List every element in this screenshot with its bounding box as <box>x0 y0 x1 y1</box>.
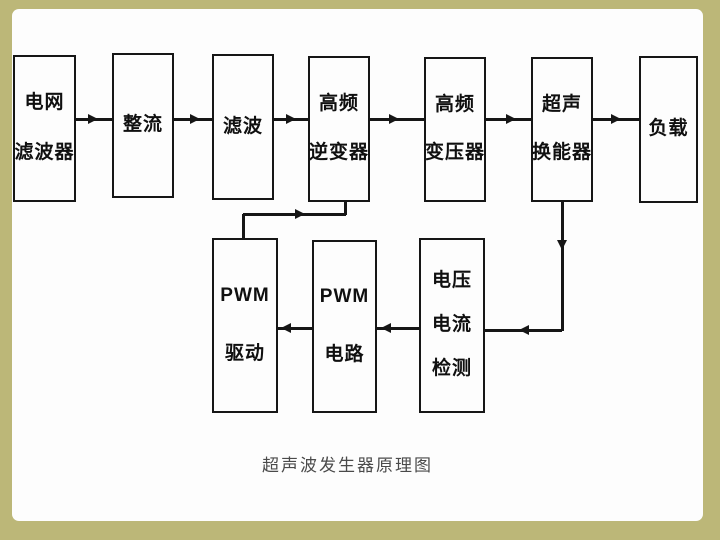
block-ultrasonic-transducer-label: 超声 <box>541 93 582 115</box>
block-hf-transformer-label: 变压器 <box>425 142 486 164</box>
block-vi-detector-label: 电流 <box>431 314 472 336</box>
block-load-label: 负载 <box>648 118 689 140</box>
block-hf-inverter: 高频逆变器 <box>308 56 370 202</box>
arrowhead-right-icon <box>295 209 305 219</box>
arrowhead-left-icon <box>281 323 291 333</box>
connector-line <box>560 201 564 331</box>
block-pwm-driver-label: 驱动 <box>224 343 265 365</box>
arrowhead-right-icon <box>88 114 98 124</box>
arrowhead-left-icon <box>519 325 529 335</box>
block-pwm-driver: PWM 驱动 <box>212 238 278 413</box>
block-vi-detector-label: 电压 <box>431 270 472 292</box>
arrowhead-down-icon <box>557 240 567 250</box>
arrowhead-right-icon <box>190 114 200 124</box>
arrowhead-right-icon <box>389 114 399 124</box>
block-pwm-circuit: PWM 电路 <box>312 240 377 413</box>
arrowhead-left-icon <box>381 323 391 333</box>
connector-line <box>343 201 347 215</box>
block-filter-label: 滤波 <box>222 115 263 137</box>
block-grid-filter-label: 电网 <box>24 92 65 114</box>
block-hf-transformer-label: 高频 <box>434 93 475 115</box>
block-grid-filter-label: 滤波器 <box>14 141 75 163</box>
block-rectifier: 整流 <box>112 53 174 198</box>
connector-line <box>243 212 346 216</box>
block-pwm-circuit-label: 电路 <box>324 344 365 366</box>
block-load: 负载 <box>639 56 698 203</box>
block-grid-filter: 电网滤波器 <box>13 55 76 202</box>
block-pwm-circuit-label: PWM <box>319 286 370 308</box>
block-filter: 滤波 <box>212 54 274 200</box>
diagram-caption: 超声波发生器原理图 <box>262 456 433 475</box>
block-vi-detector: 电压电流检测 <box>419 238 485 413</box>
block-rectifier-label: 整流 <box>122 114 163 136</box>
block-ultrasonic-transducer: 超声换能器 <box>531 57 593 202</box>
connector-line <box>278 326 312 330</box>
arrowhead-right-icon <box>611 114 621 124</box>
arrowhead-right-icon <box>506 114 516 124</box>
connector-line <box>241 214 245 239</box>
block-hf-inverter-label: 高频 <box>318 93 359 115</box>
block-vi-detector-label: 检测 <box>431 358 472 380</box>
connector-line <box>377 326 419 330</box>
block-ultrasonic-transducer-label: 换能器 <box>532 142 593 164</box>
arrowhead-right-icon <box>286 114 296 124</box>
block-hf-transformer: 高频变压器 <box>424 57 486 202</box>
block-pwm-driver-label: PWM <box>220 284 270 306</box>
block-hf-inverter-label: 逆变器 <box>309 142 370 164</box>
slide-card <box>12 9 703 521</box>
